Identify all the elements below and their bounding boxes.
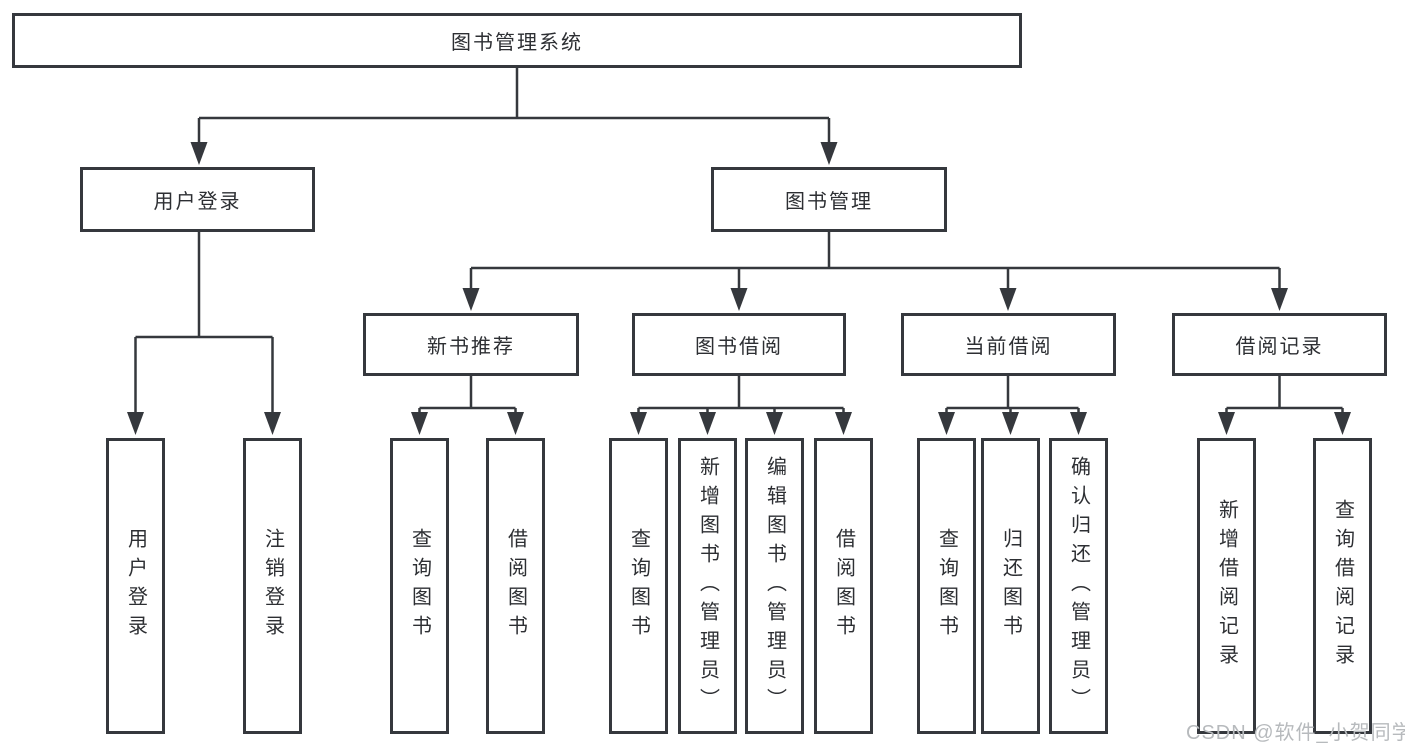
leaf-add-borrow-record: 新增借阅记录 (1197, 438, 1256, 734)
node-book-borrowing: 图书借阅 (632, 313, 846, 376)
leaf-borrow-books-borrowing: 借阅图书 (814, 438, 873, 734)
leaf-query-books-borrowing: 查询图书 (609, 438, 668, 734)
node-borrowing-records: 借阅记录 (1172, 313, 1387, 376)
leaf-return-books: 归还图书 (981, 438, 1040, 734)
node-user-login: 用户登录 (80, 167, 315, 232)
node-current-borrowing: 当前借阅 (901, 313, 1116, 376)
leaf-add-book-admin: 新增图书（管理员） (678, 438, 737, 734)
node-book-management: 图书管理 (711, 167, 947, 232)
csdn-watermark: CSDN @软件_小贺同学 (1186, 722, 1405, 744)
leaf-query-borrow-record: 查询借阅记录 (1313, 438, 1372, 734)
leaf-query-books-current: 查询图书 (917, 438, 976, 734)
leaf-borrow-books-recommend: 借阅图书 (486, 438, 545, 734)
leaf-confirm-return-admin: 确认归还（管理员） (1049, 438, 1108, 734)
leaf-user-login: 用户登录 (106, 438, 165, 734)
leaf-logout: 注销登录 (243, 438, 302, 734)
node-new-book-recommendation: 新书推荐 (363, 313, 579, 376)
node-library-management-system: 图书管理系统 (12, 13, 1022, 68)
leaf-query-books-recommend: 查询图书 (390, 438, 449, 734)
leaf-edit-book-admin: 编辑图书（管理员） (745, 438, 804, 734)
